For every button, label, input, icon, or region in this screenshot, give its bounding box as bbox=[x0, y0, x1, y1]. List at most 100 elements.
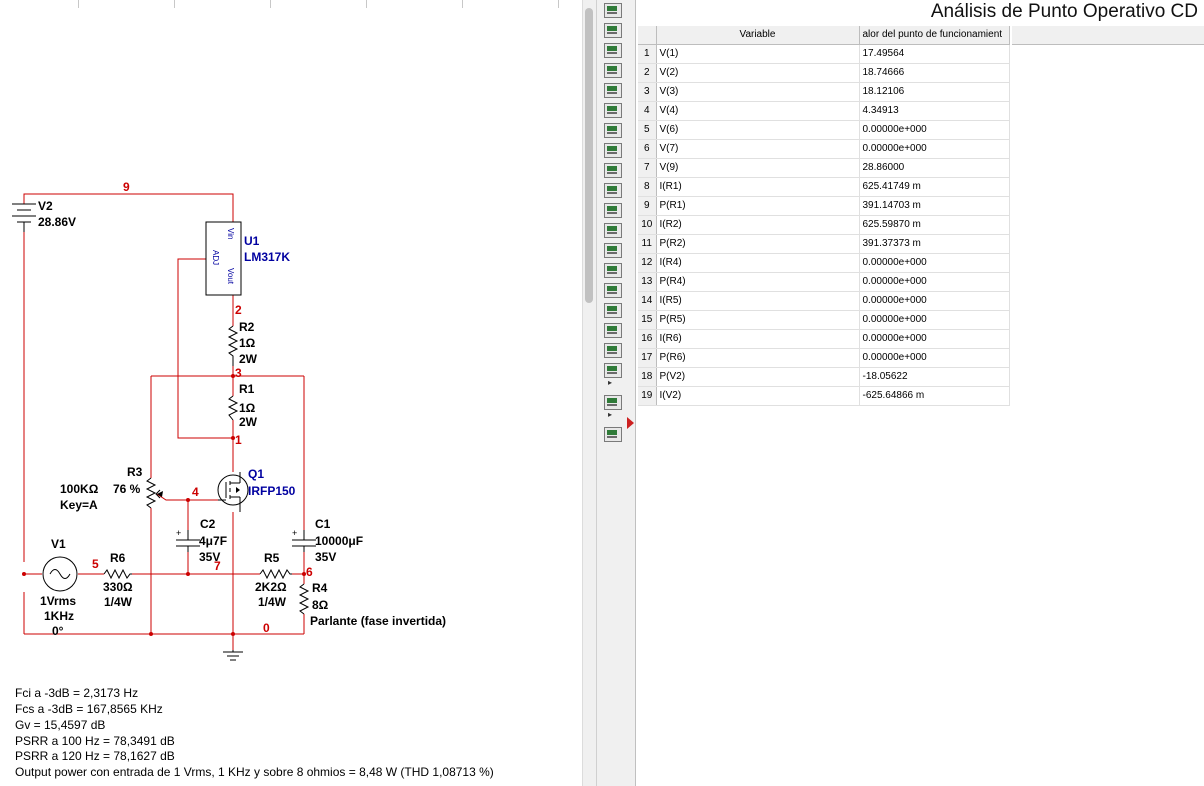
variable-cell[interactable]: P(R4) bbox=[656, 272, 860, 292]
value-cell[interactable]: 0.00000e+000 bbox=[859, 329, 1010, 349]
variable-cell[interactable]: I(R6) bbox=[656, 329, 860, 349]
row-index[interactable]: 4 bbox=[638, 101, 657, 121]
row-index[interactable]: 13 bbox=[638, 272, 657, 292]
column-header-variable[interactable]: Variable bbox=[656, 26, 860, 45]
value-cell[interactable]: 0.00000e+000 bbox=[859, 310, 1010, 330]
value-cell[interactable]: 391.14703 m bbox=[859, 196, 1010, 216]
row-index[interactable]: 7 bbox=[638, 158, 657, 178]
spectrum-analyzer-icon[interactable] bbox=[604, 243, 622, 258]
row-index[interactable]: 2 bbox=[638, 63, 657, 83]
row-index[interactable]: 15 bbox=[638, 310, 657, 330]
value-cell[interactable]: 18.74666 bbox=[859, 63, 1010, 83]
row-index[interactable]: 3 bbox=[638, 82, 657, 102]
probe-dropdown-icon[interactable]: ▸ bbox=[608, 410, 613, 419]
variable-cell[interactable]: I(V2) bbox=[656, 386, 860, 406]
pane-splitter[interactable] bbox=[627, 0, 636, 786]
variable-cell[interactable]: I(R2) bbox=[656, 215, 860, 235]
variable-cell[interactable]: V(2) bbox=[656, 63, 860, 83]
variable-cell[interactable]: P(V2) bbox=[656, 367, 860, 387]
word-generator-icon[interactable] bbox=[604, 143, 622, 158]
value-cell[interactable]: 0.00000e+000 bbox=[859, 139, 1010, 159]
variable-cell[interactable]: I(R5) bbox=[656, 291, 860, 311]
variable-cell[interactable]: I(R1) bbox=[656, 177, 860, 197]
value-cell[interactable]: 391.37373 m bbox=[859, 234, 1010, 254]
value-cell[interactable]: -625.64866 m bbox=[859, 386, 1010, 406]
row-index[interactable]: 14 bbox=[638, 291, 657, 311]
row-index[interactable]: 10 bbox=[638, 215, 657, 235]
wattmeter-icon[interactable] bbox=[604, 43, 622, 58]
value-cell[interactable]: 0.00000e+000 bbox=[859, 348, 1010, 368]
row-index[interactable]: 9 bbox=[638, 196, 657, 216]
schematic-canvas[interactable]: + + 9 2 3 1 4 5 7 6 0 V2 28.86V R2 1Ω 2W… bbox=[0, 0, 582, 786]
column-header-value[interactable]: alor del punto de funcionamient bbox=[859, 26, 1010, 45]
row-index[interactable]: 18 bbox=[638, 367, 657, 387]
schematic-vertical-scrollbar[interactable] bbox=[582, 0, 596, 786]
frequency-counter-icon[interactable] bbox=[604, 123, 622, 138]
four-channel-oscilloscope-icon[interactable] bbox=[604, 83, 622, 98]
labview-dropdown-icon[interactable]: ▸ bbox=[608, 378, 613, 387]
variable-cell[interactable]: P(R1) bbox=[656, 196, 860, 216]
row-index[interactable]: 8 bbox=[638, 177, 657, 197]
value-cell[interactable]: 625.41749 m bbox=[859, 177, 1010, 197]
row-index[interactable]: 1 bbox=[638, 44, 657, 64]
value-cell[interactable]: 0.00000e+000 bbox=[859, 272, 1010, 292]
measurement-probe-icon[interactable] bbox=[604, 427, 622, 442]
variable-cell[interactable]: V(1) bbox=[656, 44, 860, 64]
agilent-oscilloscope-icon[interactable] bbox=[604, 323, 622, 338]
variable-cell[interactable]: V(6) bbox=[656, 120, 860, 140]
function-generator-icon[interactable] bbox=[604, 23, 622, 38]
value-cell[interactable]: 4.34913 bbox=[859, 101, 1010, 121]
variable-cell[interactable]: V(4) bbox=[656, 101, 860, 121]
row-index[interactable]: 16 bbox=[638, 329, 657, 349]
variable-cell[interactable]: P(R5) bbox=[656, 310, 860, 330]
value-cell[interactable]: 0.00000e+000 bbox=[859, 253, 1010, 273]
logic-analyzer-icon[interactable] bbox=[604, 183, 622, 198]
variable-cell[interactable]: V(9) bbox=[656, 158, 860, 178]
bode-plotter-icon[interactable] bbox=[604, 103, 622, 118]
labview-instrument-icon[interactable] bbox=[604, 363, 622, 378]
row-index[interactable]: 12 bbox=[638, 253, 657, 273]
current-probe-icon[interactable] bbox=[604, 395, 622, 410]
value-cell[interactable]: -18.05622 bbox=[859, 367, 1010, 387]
value-cell[interactable]: 17.49564 bbox=[859, 44, 1010, 64]
row-index[interactable]: 5 bbox=[638, 120, 657, 140]
variable-cell[interactable]: V(7) bbox=[656, 139, 860, 159]
distortion-analyzer-icon[interactable] bbox=[604, 223, 622, 238]
network-analyzer-icon[interactable] bbox=[604, 263, 622, 278]
logic-converter-icon[interactable] bbox=[604, 163, 622, 178]
iv-analyzer-icon[interactable] bbox=[604, 203, 622, 218]
row-index[interactable]: 17 bbox=[638, 348, 657, 368]
splitter-arrow-icon[interactable] bbox=[627, 417, 634, 429]
value-cell[interactable]: 0.00000e+000 bbox=[859, 291, 1010, 311]
scrollbar-thumb[interactable] bbox=[585, 8, 593, 303]
agilent-multimeter-icon[interactable] bbox=[604, 303, 622, 318]
value-cell[interactable]: 18.12106 bbox=[859, 82, 1010, 102]
tektronix-oscilloscope-icon[interactable] bbox=[604, 343, 622, 358]
value-cell[interactable]: 28.86000 bbox=[859, 158, 1010, 178]
row-index[interactable]: 19 bbox=[638, 386, 657, 406]
grid-corner[interactable] bbox=[638, 26, 657, 45]
oscilloscope-icon[interactable] bbox=[604, 63, 622, 78]
multimeter-icon[interactable] bbox=[604, 3, 622, 18]
row-index[interactable]: 6 bbox=[638, 139, 657, 159]
variable-cell[interactable]: P(R2) bbox=[656, 234, 860, 254]
variable-cell[interactable]: I(R4) bbox=[656, 253, 860, 273]
agilent-function-generator-icon[interactable] bbox=[604, 283, 622, 298]
